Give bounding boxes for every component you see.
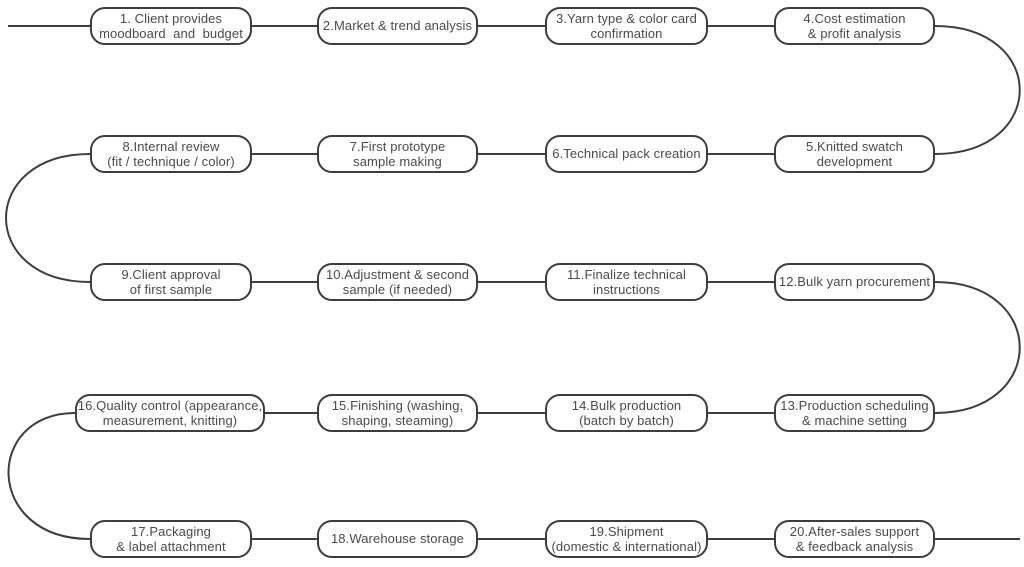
flow-node-20: 20.After-sales support& feedback analysi… xyxy=(774,520,935,558)
flow-node-11-line-1: 11.Finalize technical xyxy=(567,266,686,282)
flow-node-19-line-1: 19.Shipment xyxy=(589,523,664,539)
flow-node-12: 12.Bulk yarn procurement xyxy=(774,263,935,301)
flow-node-3-line-1: 3.Yarn type & color card xyxy=(556,10,697,26)
flow-node-14: 14.Bulk production(batch by batch) xyxy=(545,394,708,432)
flow-node-19-line-2: (domestic & international) xyxy=(551,539,702,554)
flow-node-19: 19.Shipment(domestic & international) xyxy=(545,520,708,558)
flow-node-8: 8.Internal review(fit / technique / colo… xyxy=(90,135,252,173)
flow-node-5-line-2: development xyxy=(816,154,893,169)
flow-node-1-line-1: 1. Client provides xyxy=(119,10,223,26)
flow-node-20-line-1: 20.After-sales support xyxy=(789,523,920,539)
flow-node-4-line-2: & profit analysis xyxy=(807,26,902,41)
flow-node-4: 4.Cost estimation& profit analysis xyxy=(774,7,935,45)
flow-node-14-line-2: (batch by batch) xyxy=(579,413,674,428)
connector-arc-16-17 xyxy=(7,412,91,540)
connector-arc-8-9 xyxy=(5,153,91,283)
flow-node-16-line-2: measurement, knitting) xyxy=(102,413,238,428)
flow-node-15: 15.Finishing (washing,shaping, steaming) xyxy=(317,394,478,432)
flow-node-4-line-1: 4.Cost estimation xyxy=(803,10,906,26)
flow-node-18-line-1: 18.Warehouse storage xyxy=(330,531,465,547)
flow-node-6-line-1: 6.Technical pack creation xyxy=(552,146,701,162)
flow-node-16: 16.Quality control (appearance,measureme… xyxy=(75,394,265,432)
flow-node-14-line-1: 14.Bulk production xyxy=(571,397,682,413)
flow-node-15-line-2: shaping, steaming) xyxy=(341,413,454,428)
flow-node-9-line-1: 9.Client approval xyxy=(121,266,221,282)
connector-arc-4-5 xyxy=(934,25,1021,155)
flow-node-5-line-1: 5.Knitted swatch xyxy=(806,138,903,154)
flow-node-16-line-1: 16.Quality control (appearance, xyxy=(77,397,263,413)
connector-arc-12-13 xyxy=(934,281,1021,414)
flow-node-7-line-2: sample making xyxy=(353,154,442,169)
flow-node-17-line-2: & label attachment xyxy=(116,539,226,554)
flow-node-10-line-1: 10.Adjustment & second xyxy=(325,266,470,282)
flow-node-17-line-1: 17.Packaging xyxy=(131,523,211,539)
flow-node-13: 13.Production scheduling& machine settin… xyxy=(774,394,935,432)
flow-node-15-line-1: 15.Finishing (washing, xyxy=(331,397,464,413)
flow-node-13-line-2: & machine setting xyxy=(801,413,908,428)
flow-node-2-line-1: 2.Market & trend analysis xyxy=(322,18,473,34)
flow-node-1-line-2: moodboard and budget xyxy=(99,26,243,41)
flow-node-9-line-2: of first sample xyxy=(129,282,213,297)
flow-node-20-line-2: & feedback analysis xyxy=(795,539,914,554)
flow-node-13-line-1: 13.Production scheduling xyxy=(780,397,929,413)
flow-node-2: 2.Market & trend analysis xyxy=(317,7,478,45)
flow-node-8-line-1: 8.Internal review xyxy=(122,138,220,154)
flow-node-11-line-2: instructions xyxy=(593,282,660,297)
flow-node-7-line-1: 7.First prototype xyxy=(349,138,446,154)
flow-node-8-line-2: (fit / technique / color) xyxy=(107,154,235,169)
flow-node-3-line-2: confirmation xyxy=(590,26,663,41)
flow-node-18: 18.Warehouse storage xyxy=(317,520,478,558)
flow-node-10-line-2: sample (if needed) xyxy=(342,282,453,297)
flow-node-12-line-1: 12.Bulk yarn procurement xyxy=(778,274,931,290)
flow-node-17: 17.Packaging& label attachment xyxy=(90,520,252,558)
flow-node-6: 6.Technical pack creation xyxy=(545,135,708,173)
